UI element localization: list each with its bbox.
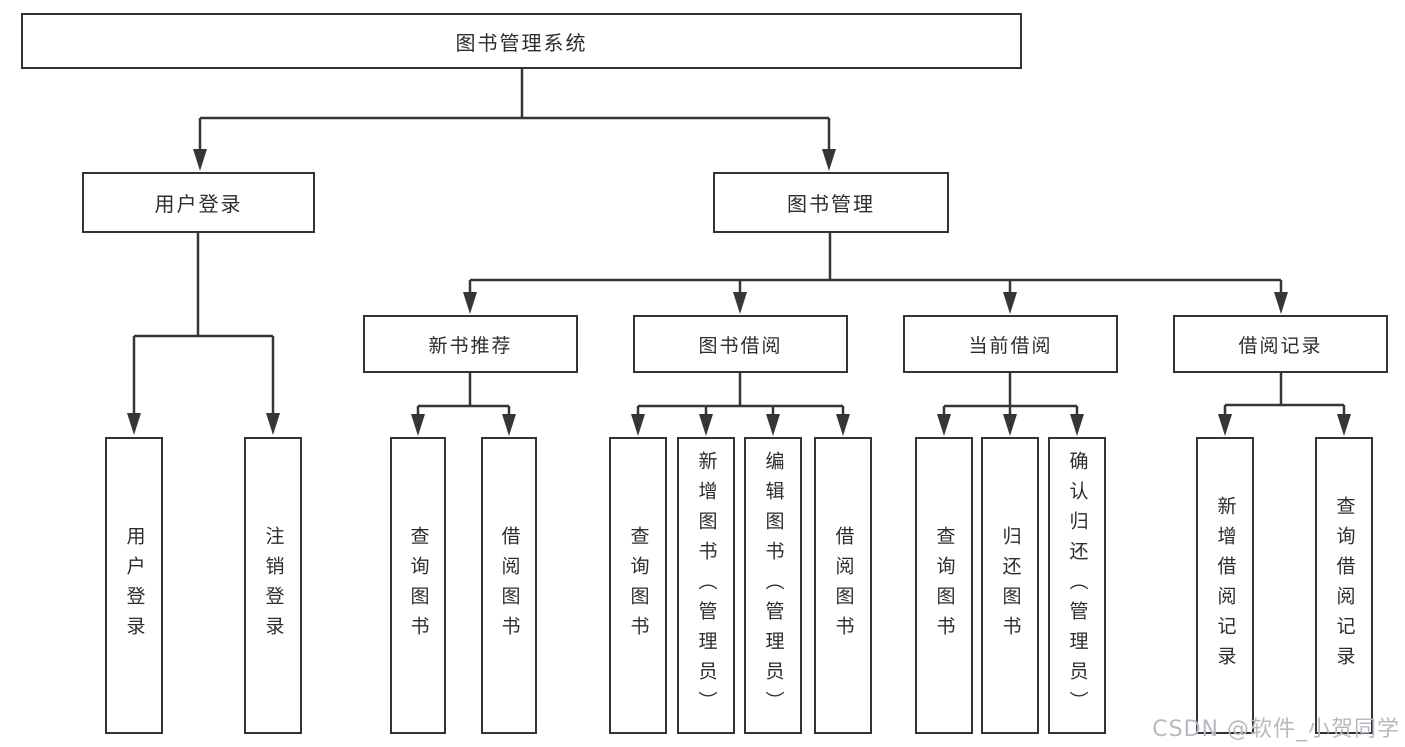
leaf-borrow-book-1-label: 借阅图书: [498, 525, 521, 646]
arrowheads: [127, 149, 1351, 436]
node-root-system: 图书管理系统: [21, 13, 1022, 69]
leaf-query-book-1-label: 查询图书: [407, 525, 430, 646]
csdn-watermark: CSDN @软件_小贺同学: [1152, 717, 1400, 742]
leaf-return-book-label: 归还图书: [999, 525, 1022, 646]
leaf-user-login-label: 用户登录: [123, 525, 146, 646]
node-root-label: 图书管理系统: [455, 30, 588, 55]
leaf-user-login: 用户登录: [105, 437, 163, 734]
leaf-borrow-book-2: 借阅图书: [814, 437, 872, 734]
leaf-query-borrow-record: 查询借阅记录: [1315, 437, 1373, 734]
node-user-login: 用户登录: [82, 172, 315, 233]
node-current-borrow: 当前借阅: [903, 315, 1118, 373]
leaf-add-borrow-record-label: 新增借阅记录: [1214, 495, 1237, 676]
node-book-borrow-label: 图书借阅: [698, 334, 783, 357]
leaf-query-book-2: 查询图书: [609, 437, 667, 734]
leaf-logout: 注销登录: [244, 437, 302, 734]
leaf-add-book-admin: 新增图书（管理员）: [677, 437, 735, 734]
leaf-borrow-book-2-label: 借阅图书: [832, 525, 855, 646]
leaf-add-borrow-record: 新增借阅记录: [1196, 437, 1254, 734]
leaf-confirm-return-admin-label: 确认归还（管理员）: [1066, 450, 1089, 721]
node-book-management: 图书管理: [713, 172, 949, 233]
leaf-add-book-admin-label: 新增图书（管理员）: [695, 450, 718, 721]
leaf-logout-label: 注销登录: [262, 525, 285, 646]
leaf-query-book-3: 查询图书: [915, 437, 973, 734]
node-borrow-record-label: 借阅记录: [1238, 334, 1323, 357]
leaf-borrow-book-1: 借阅图书: [481, 437, 537, 734]
node-book-management-label: 图书管理: [787, 192, 875, 216]
leaf-query-book-1: 查询图书: [390, 437, 446, 734]
leaf-return-book: 归还图书: [981, 437, 1039, 734]
node-book-borrow: 图书借阅: [633, 315, 848, 373]
node-user-login-label: 用户登录: [154, 192, 243, 216]
node-current-borrow-label: 当前借阅: [968, 334, 1053, 357]
leaf-query-borrow-record-label: 查询借阅记录: [1333, 495, 1356, 676]
leaf-query-book-3-label: 查询图书: [933, 525, 956, 646]
leaf-confirm-return-admin: 确认归还（管理员）: [1048, 437, 1106, 734]
node-borrow-record: 借阅记录: [1173, 315, 1388, 373]
node-new-book-recommend: 新书推荐: [363, 315, 578, 373]
leaf-edit-book-admin: 编辑图书（管理员）: [744, 437, 802, 734]
leaf-query-book-2-label: 查询图书: [627, 525, 650, 646]
leaf-edit-book-admin-label: 编辑图书（管理员）: [762, 450, 785, 721]
node-new-book-recommend-label: 新书推荐: [428, 334, 513, 357]
